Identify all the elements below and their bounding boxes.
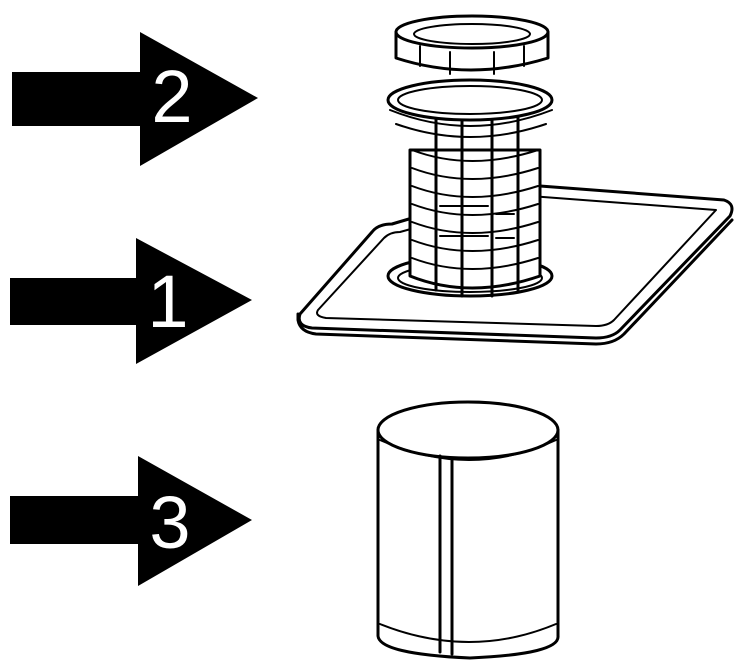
arrow-2: 2 (12, 32, 258, 166)
arrow-3: 3 (10, 456, 252, 586)
fine-filter-cylinder (378, 402, 558, 658)
arrow-2-label: 2 (151, 55, 192, 138)
coarse-filter-cylinder (388, 16, 552, 296)
arrow-3-label: 3 (149, 481, 190, 564)
arrow-2-shape (12, 32, 258, 166)
arrow-3-shape (10, 456, 252, 586)
arrow-1-label: 1 (147, 260, 188, 343)
arrow-1-shape (10, 238, 252, 364)
arrow-1: 1 (10, 238, 252, 364)
